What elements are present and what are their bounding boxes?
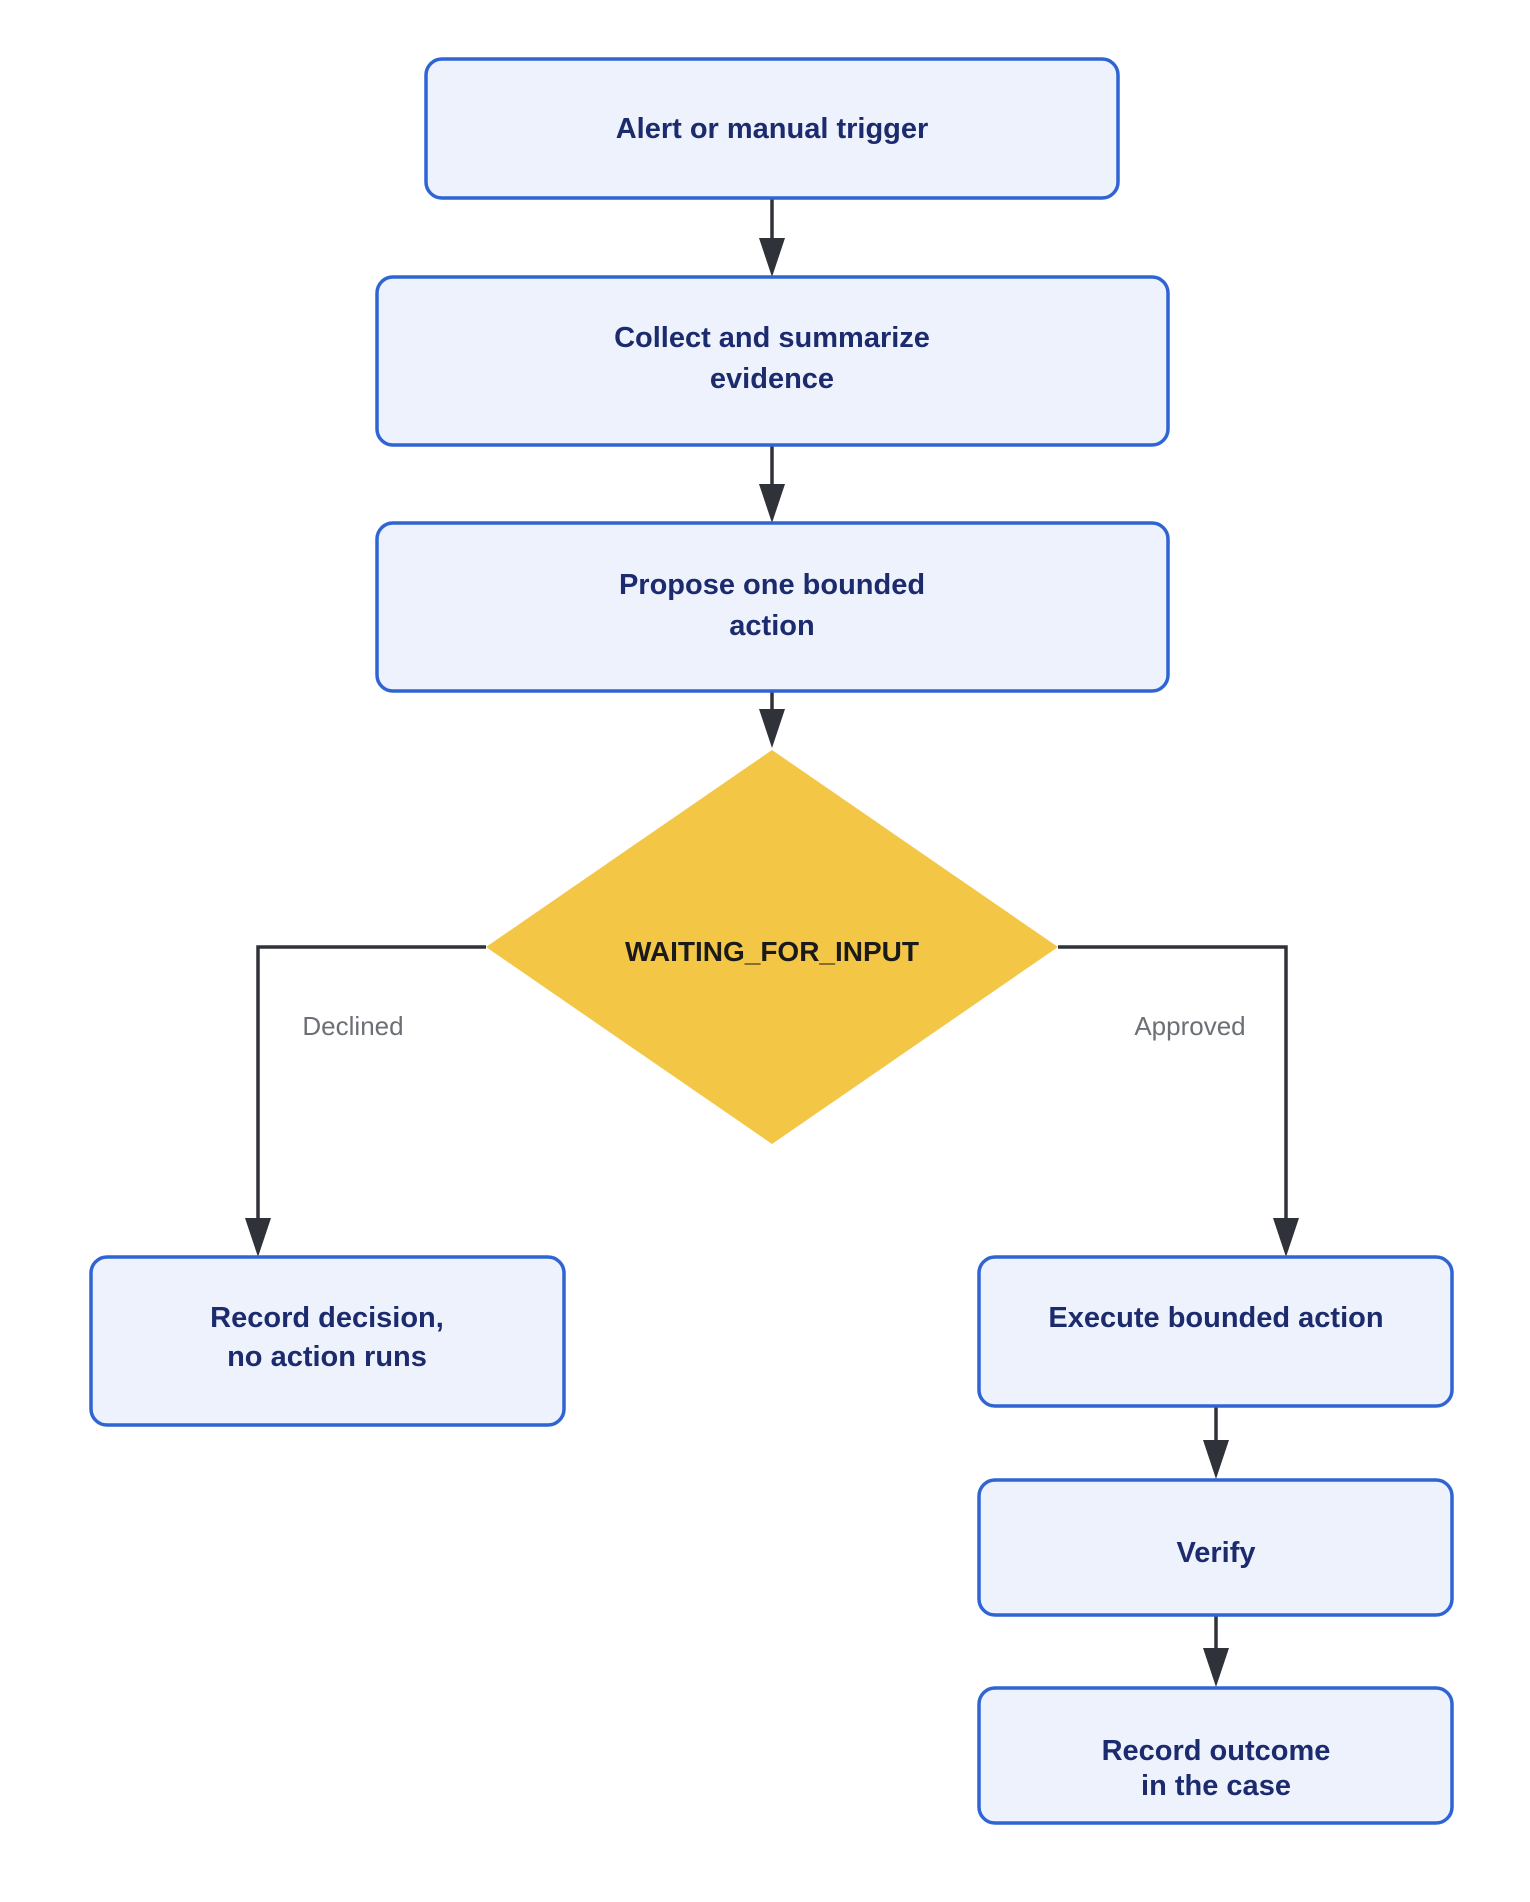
node-propose-label-line1: Propose one bounded [619,569,925,601]
node-record-decision-label-line1: Record decision, [210,1302,444,1334]
node-collect-label-line2: evidence [710,363,834,395]
node-collect: Collect and summarize evidence [375,275,1170,447]
arrowhead-record-outcome [1203,1648,1229,1687]
edge-approved [1058,945,1288,1222]
node-record-outcome-label-line1: Record outcome [1102,1735,1331,1767]
arrowhead-decision [759,709,785,748]
node-propose-label-line2: action [729,610,814,642]
decision-label: WAITING_FOR_INPUT [625,936,919,967]
arrowhead-verify [1203,1440,1229,1479]
node-execute: Execute bounded action [977,1255,1454,1408]
node-collect-label-line1: Collect and summarize [614,322,930,354]
node-alert-label: Alert or manual trigger [616,113,929,145]
node-alert: Alert or manual trigger [424,57,1120,200]
node-record-outcome: Record outcome in the case [977,1686,1454,1825]
node-record-decision-label-line2: no action runs [227,1341,427,1373]
node-record-decision: Record decision, no action runs [89,1255,566,1427]
node-verify-label: Verify [1177,1537,1256,1569]
arrowhead-execute [1273,1218,1299,1257]
arrowhead-propose [759,484,785,523]
arrowhead-collect [759,238,785,277]
decision-waiting-for-input: WAITING_FOR_INPUT [486,750,1058,1144]
node-execute-label: Execute bounded action [1048,1302,1383,1334]
edge-label-approved: Approved [1134,1011,1245,1041]
edge-label-declined: Declined [302,1011,403,1041]
node-record-outcome-label-line2: in the case [1141,1770,1291,1802]
node-verify: Verify [977,1478,1454,1617]
edge-declined [256,945,486,1222]
edges: Declined Approved [245,199,1299,1687]
node-propose: Propose one bounded action [375,521,1170,693]
arrowhead-record-decision [245,1218,271,1257]
